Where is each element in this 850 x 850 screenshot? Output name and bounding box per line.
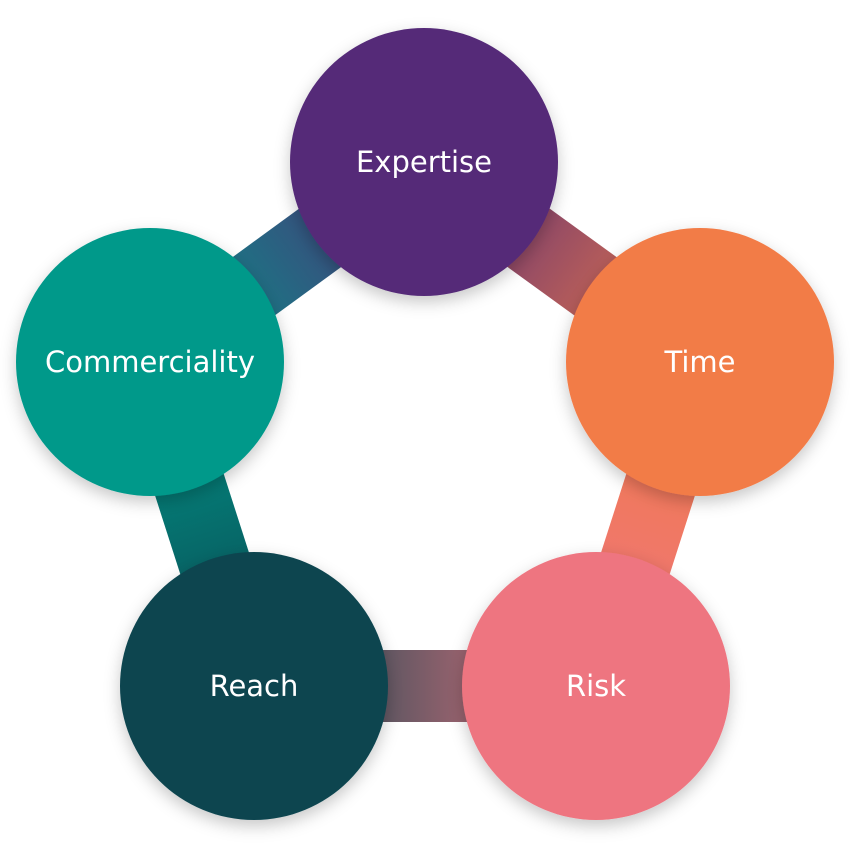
node-commerciality: Commerciality	[16, 228, 284, 496]
node-expertise-circle	[290, 28, 558, 296]
node-time-label: Time	[664, 345, 736, 379]
node-risk: Risk	[462, 552, 730, 820]
node-expertise: Expertise	[290, 28, 558, 296]
node-time: Time	[566, 228, 834, 496]
node-reach-circle	[120, 552, 388, 820]
node-reach: Reach	[120, 552, 388, 820]
node-reach-label: Reach	[210, 669, 299, 703]
node-time-circle	[566, 228, 834, 496]
node-expertise-label: Expertise	[356, 145, 492, 179]
node-risk-label: Risk	[566, 669, 626, 703]
node-commerciality-label: Commerciality	[45, 345, 255, 379]
node-commerciality-circle	[16, 228, 284, 496]
node-risk-circle	[462, 552, 730, 820]
